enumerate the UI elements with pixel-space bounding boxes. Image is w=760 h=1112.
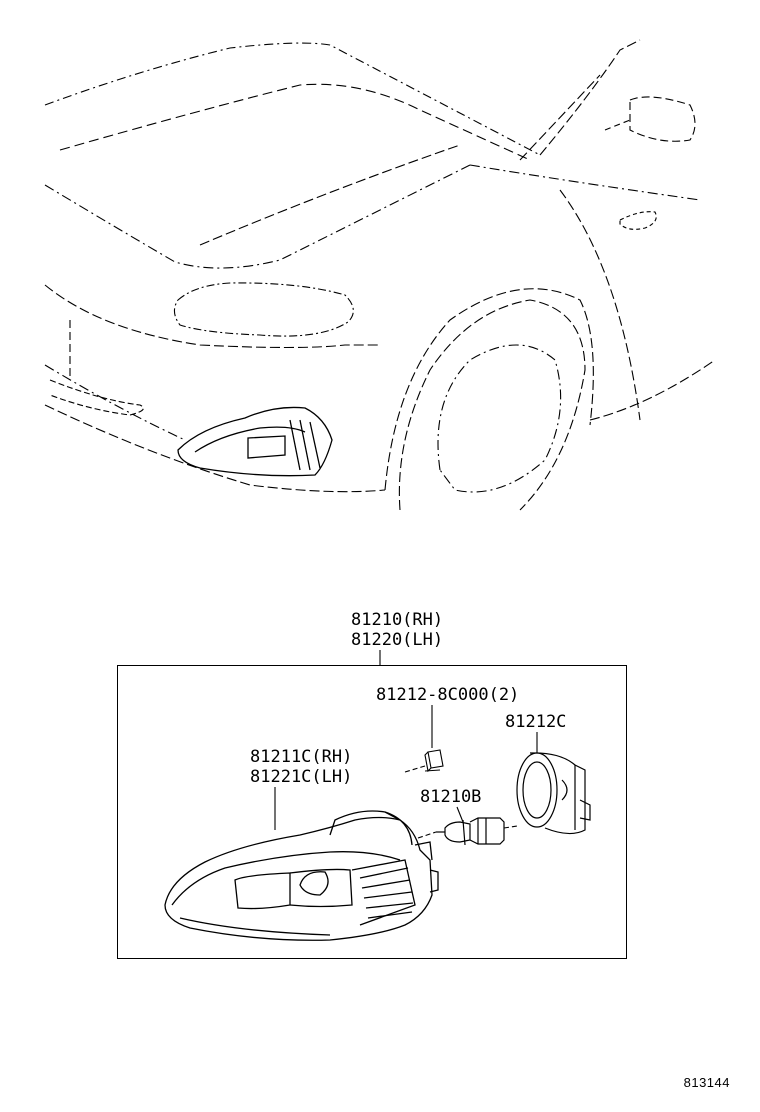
hood-side-line xyxy=(199,144,461,246)
mirror-stem xyxy=(604,119,631,131)
side-marker xyxy=(619,211,657,230)
assembly-label-rh: 81210(RH) xyxy=(351,610,444,630)
part-label-lens-lh: 81221C(LH) xyxy=(250,767,353,787)
side-mirror xyxy=(629,96,696,142)
fog-lamp-in-bumper xyxy=(177,406,333,477)
diagram-reference-code: 813144 xyxy=(683,1075,730,1090)
bumper-vent xyxy=(49,379,144,416)
fog-lamp-assembly-box xyxy=(117,665,627,959)
headlight-outline xyxy=(173,282,354,337)
assembly-label-lh: 81220(LH) xyxy=(351,630,444,650)
part-label-bulb: 81210B xyxy=(420,787,482,807)
part-label-lens-rh: 81211C(RH) xyxy=(250,747,353,767)
bumper-upper-line xyxy=(44,284,380,349)
wheel-rim xyxy=(437,344,562,493)
part-label-socket: 81212C xyxy=(505,712,567,732)
rocker-line xyxy=(589,359,716,421)
body-side-line xyxy=(559,189,641,421)
part-label-bulb-cap: 81212-8C000(2) xyxy=(376,685,520,705)
bumper-bottom-line xyxy=(44,404,386,493)
hood-front-edge xyxy=(44,164,471,269)
hood-edge-line xyxy=(44,42,541,156)
bumper-lower-line xyxy=(44,364,186,441)
windshield-base xyxy=(519,74,601,161)
tire-outer xyxy=(398,299,586,511)
body-side-line-upper xyxy=(469,164,701,201)
hood-center-crease xyxy=(59,83,531,161)
vehicle-front-illustration xyxy=(44,39,716,511)
wheel-arch xyxy=(384,288,594,491)
a-pillar-line xyxy=(539,39,641,156)
